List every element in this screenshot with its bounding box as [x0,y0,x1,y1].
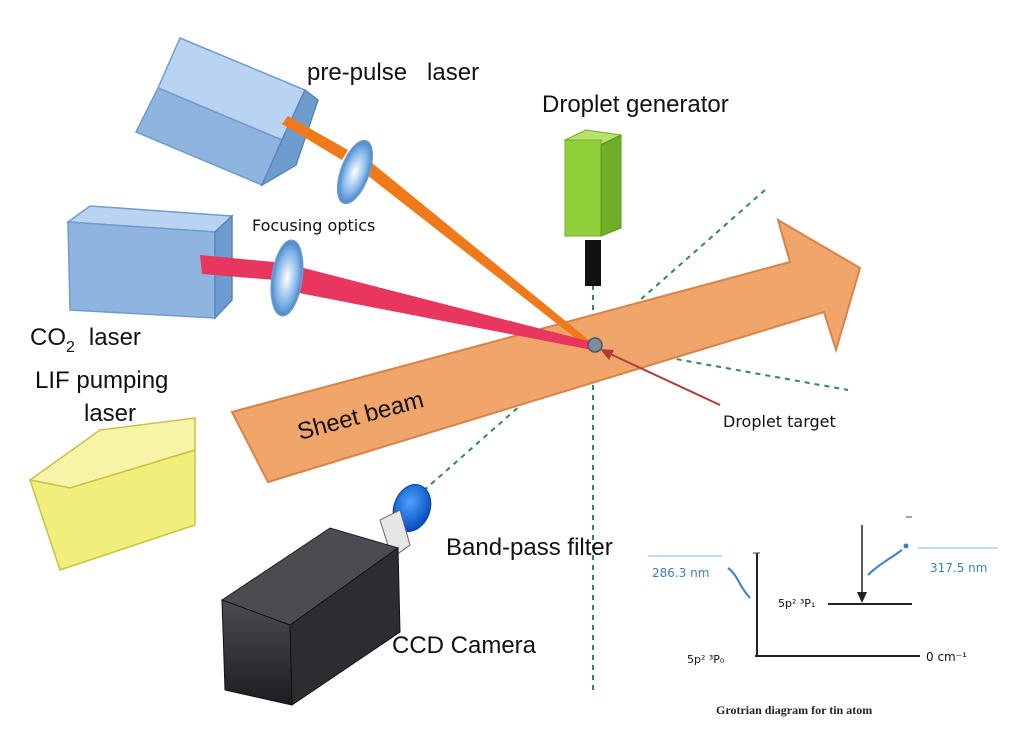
droplet-target-dot [587,337,603,353]
nozzle [585,240,601,286]
wavelength-right-label: 317.5 nm [930,561,987,575]
emission-arrowhead [857,592,867,603]
absorption-wavy-arrow [727,567,751,599]
pre-pulse-beam [282,116,595,348]
co2-laser-label-main: CO [30,324,66,351]
co2-laser-label-rest: laser [89,324,141,351]
grotrian-diagram: 286.3 nm 317.5 nm 5p² ³P₁ 5p² ³P₀ 0 cm⁻¹… [648,516,998,717]
ccd-camera-label: CCD Camera [392,632,537,659]
grotrian-caption: Grotrian diagram for tin atom [716,703,872,717]
upper-level-label: 5p² ³P₁ [778,597,815,610]
lif-pumping-label-line2: laser [84,400,136,427]
ground-level-label: 5p² ³P₀ [687,653,725,666]
wavelength-left-label: 286.3 nm [652,566,709,580]
droplet-target-pointer [600,349,721,406]
co2-laser-label: CO2 laser [30,324,141,356]
droplet-target-label: Droplet target [723,412,836,431]
focusing-lens-upper [336,139,374,205]
band-pass-filter-label: Band-pass filter [446,534,613,561]
droplet-generator-label: Droplet generator [542,91,729,118]
lif-pumping-label-line1: LIF pumping [35,367,168,394]
co2-laser [65,205,234,320]
pre-pulse-laser-label: pre-pulse laser [307,59,479,86]
focusing-lens-lower [270,239,304,317]
focusing-optics-label: Focusing optics [252,216,375,235]
sheet-beam-arrow [230,217,862,484]
co2-beam [200,255,592,350]
fluorescence-wavy-arrow [867,549,903,576]
co2-laser-label-subscript: 2 [66,339,75,356]
ccd-camera [220,509,411,706]
lif-pumping-laser [28,417,196,571]
pre-pulse-laser [134,37,319,187]
ground-energy-label: 0 cm⁻¹ [926,650,967,664]
droplet-generator [563,129,623,286]
level-dot [903,543,909,549]
